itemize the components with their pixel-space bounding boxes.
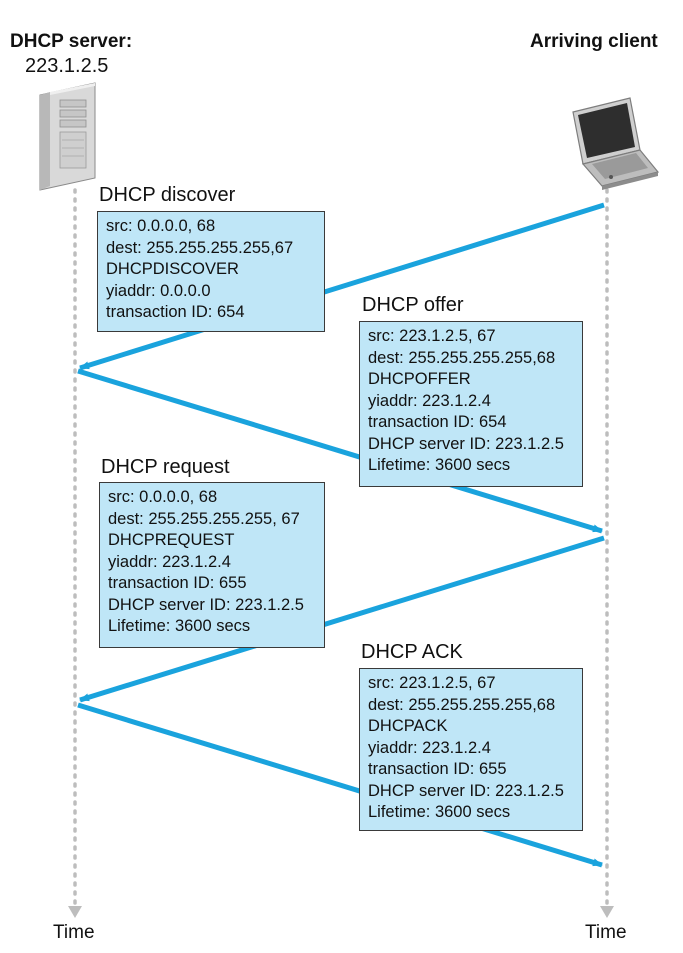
offer-line: yiaddr: 223.1.2.4 [368,391,491,410]
discover-title: DHCP discover [99,184,236,206]
discover-line: transaction ID: 654 [106,303,245,321]
offer-arrow [77,368,603,534]
client-time-label: Time [585,922,627,943]
offer-line: transaction ID: 654 [368,413,507,431]
offer-line: Lifetime: 3600 secs [368,456,511,474]
ack-line: yiaddr: 223.1.2.4 [368,738,491,757]
server-time-label: Time [53,922,95,943]
ack-line: transaction ID: 655 [368,760,507,778]
offer-title: DHCP offer [362,294,464,316]
request-line: dest: 255.255.255.255, 67 [108,509,300,528]
offer-line: DHCPOFFER [368,370,471,388]
request-line: Lifetime: 3600 secs [108,617,251,635]
client-label: Arriving client [530,31,658,52]
request-line: DHCP server ID: 223.1.2.5 [108,595,304,614]
discover-line: DHCPDISCOVER [106,260,239,278]
ack-line: DHCP server ID: 223.1.2.5 [368,781,564,800]
ack-line: Lifetime: 3600 secs [368,803,511,821]
ack-arrow [77,702,603,868]
offer-line: src: 223.1.2.5, 67 [368,327,496,345]
offer-message-box: src: 223.1.2.5, 67 dest: 255.255.255.255… [359,321,583,487]
ack-line: dest: 255.255.255.255,68 [368,695,556,714]
discover-line: src: 0.0.0.0, 68 [106,217,216,235]
request-title: DHCP request [101,456,230,478]
ack-message-box: src: 223.1.2.5, 67 dest: 255.255.255.255… [359,668,583,831]
request-line: yiaddr: 223.1.2.4 [108,552,231,571]
server-icon [39,82,96,191]
request-message-box: src: 0.0.0.0, 68 dest: 255.255.255.255, … [99,482,325,648]
discover-arrow [79,202,605,371]
server-ip: 223.1.2.5 [25,55,109,77]
offer-line: dest: 255.255.255.255,68 [368,348,556,367]
discover-line: yiaddr: 0.0.0.0 [106,281,211,300]
server-label: DHCP server: [10,31,133,52]
discover-line: dest: 255.255.255.255,67 [106,238,294,257]
offer-line: DHCP server ID: 223.1.2.5 [368,434,564,453]
request-line: src: 0.0.0.0, 68 [108,488,218,506]
laptop-icon [572,97,660,190]
server-time-arrowhead [68,906,82,918]
request-arrow [79,535,605,703]
request-line: transaction ID: 655 [108,574,247,592]
client-time-arrowhead [600,906,614,918]
request-line: DHCPREQUEST [108,531,235,549]
discover-message-box: src: 0.0.0.0, 68 dest: 255.255.255.255,6… [97,211,325,332]
ack-line: DHCPACK [368,717,448,735]
ack-title: DHCP ACK [361,641,463,663]
ack-line: src: 223.1.2.5, 67 [368,674,496,692]
